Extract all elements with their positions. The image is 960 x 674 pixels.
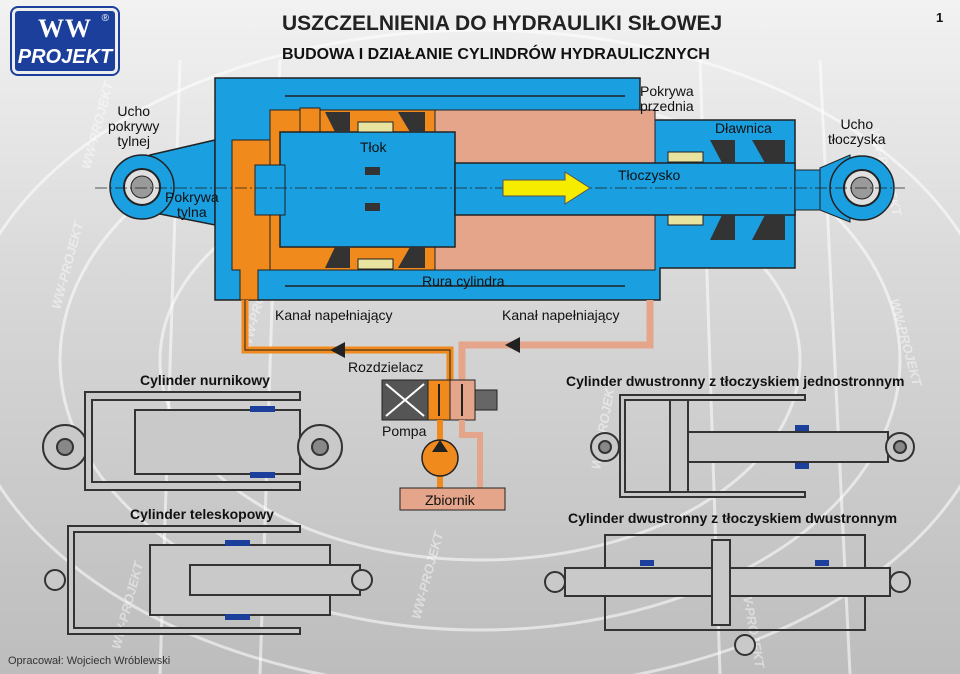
page-subtitle: BUDOWA I DZIAŁANIE CYLINDRÓW HYDRAULICZN… — [282, 46, 710, 63]
logo-top-text: WW — [38, 14, 92, 43]
label-gland: Dławnica — [715, 120, 772, 136]
section-double-single-rod: Cylinder dwustronny z tłoczyskiem jednos… — [566, 373, 905, 389]
directional-valve — [381, 379, 498, 421]
telescopic-cylinder — [44, 525, 373, 635]
rear-eye — [109, 139, 216, 226]
label-valve: Rozdzielacz — [348, 359, 424, 375]
rod-eye — [819, 154, 895, 223]
label-piston: Tłok — [360, 139, 387, 155]
label-barrel: Rura cylindra — [422, 273, 505, 289]
logo-registered-mark: ® — [101, 13, 109, 24]
section-telescopic: Cylinder teleskopowy — [130, 506, 274, 522]
ww-projekt-logo: WW ® PROJEKT — [12, 8, 118, 74]
logo-bottom-text: PROJEKT — [17, 46, 113, 68]
label-pump: Pompa — [382, 423, 427, 439]
section-plunger: Cylinder nurnikowy — [140, 372, 270, 388]
label-tank: Zbiornik — [425, 492, 475, 508]
label-rod: Tłoczysko — [618, 167, 681, 183]
direction-arrow — [502, 171, 591, 205]
page-number: 1 — [936, 10, 944, 25]
page-title: USZCZELNIENIA DO HYDRAULIKI SIŁOWEJ — [282, 12, 723, 35]
double-double-rod-cylinder — [544, 534, 911, 656]
label-fill-channel-right: Kanał napełniający — [502, 307, 620, 323]
double-single-rod-cylinder — [590, 394, 915, 498]
plunger-cylinder — [42, 391, 343, 491]
piston — [279, 131, 456, 248]
piston-seals — [325, 112, 425, 268]
section-double-double-rod: Cylinder dwustronny z tłoczyskiem dwustr… — [568, 510, 898, 526]
salmon-return-line — [458, 300, 654, 385]
label-fill-channel-left: Kanał napełniający — [275, 307, 393, 323]
tank — [399, 487, 506, 511]
gland-seals — [710, 140, 785, 240]
author-credit: Opracował: Wojciech Wróblewski — [8, 655, 171, 667]
